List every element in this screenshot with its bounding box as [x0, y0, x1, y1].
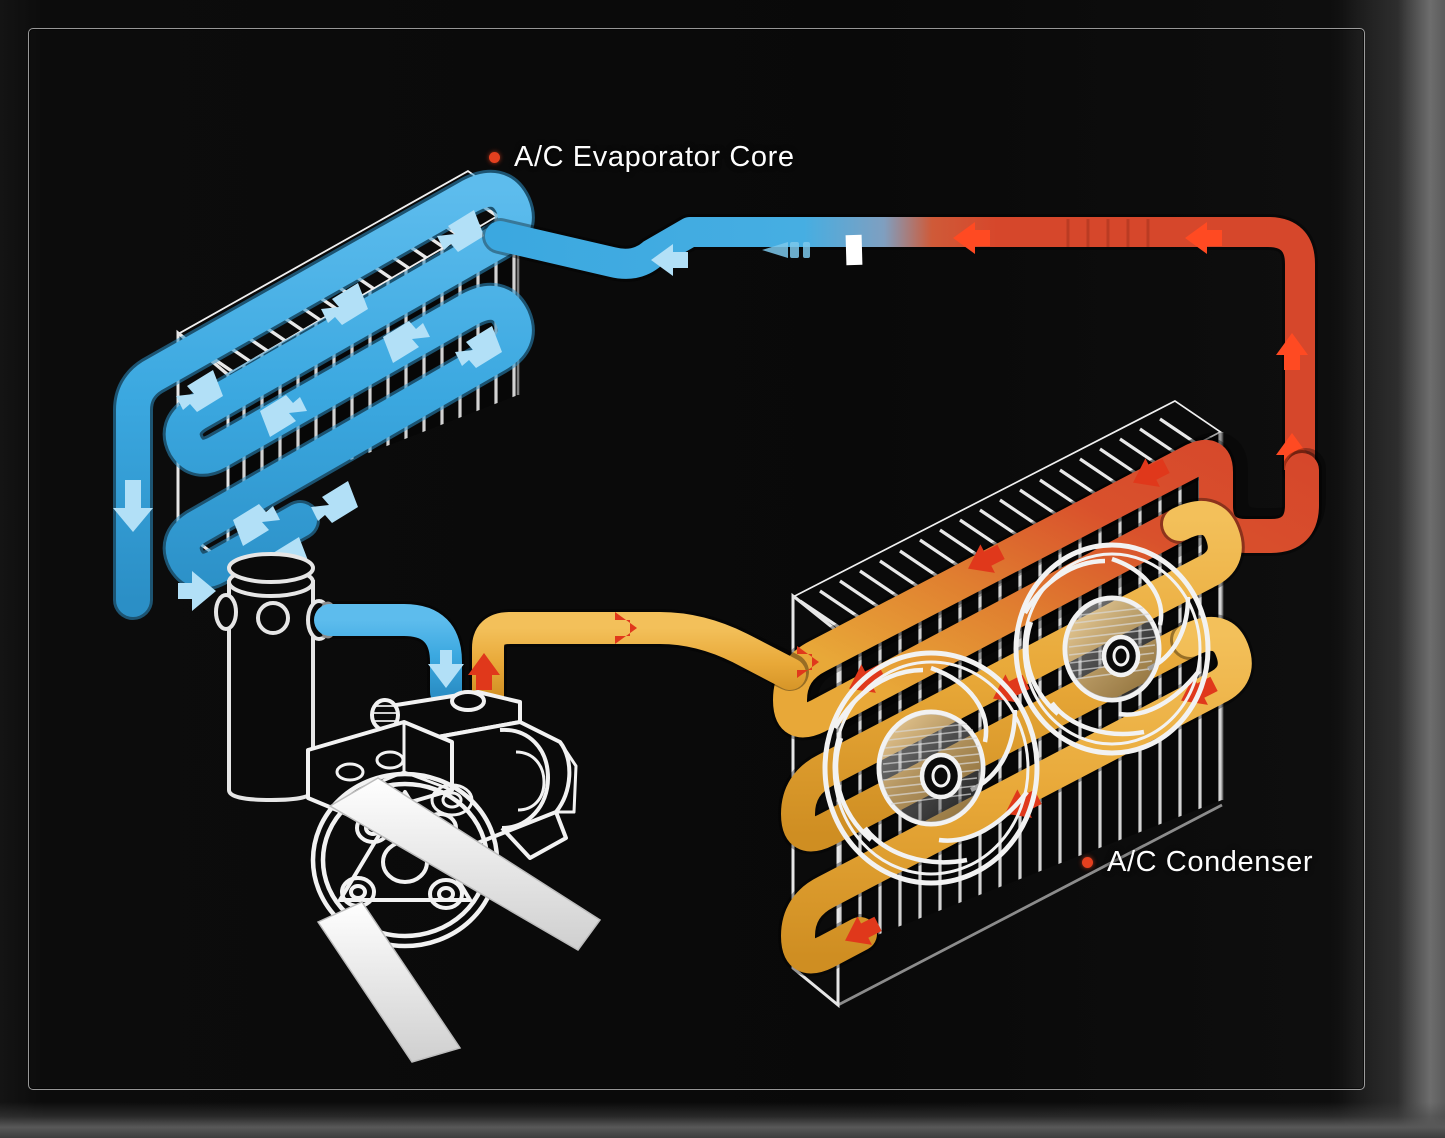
bullet-dot-icon — [489, 152, 500, 163]
drive-belt — [316, 777, 602, 1063]
label-condenser: A/C Condenser — [1082, 846, 1313, 879]
liquid-line — [468, 609, 819, 719]
evaporator-refrigerant-path — [113, 169, 535, 620]
valve-glyph — [762, 242, 810, 258]
label-evaporator-text: A/C Evaporator Core — [514, 141, 795, 173]
condenser-refrigerant-path — [770, 432, 1326, 977]
condenser-fan-left — [822, 650, 1040, 886]
label-evaporator: A/C Evaporator Core — [489, 141, 795, 174]
hose-ribs — [1066, 219, 1150, 247]
bullet-dot-icon — [1082, 857, 1093, 868]
suction-discharge-top-run — [482, 214, 1318, 488]
label-condenser-text: A/C Condenser — [1107, 846, 1314, 878]
compressor-suction-line — [311, 601, 465, 711]
accumulator — [214, 552, 338, 803]
condenser-fan-right — [1013, 542, 1211, 756]
